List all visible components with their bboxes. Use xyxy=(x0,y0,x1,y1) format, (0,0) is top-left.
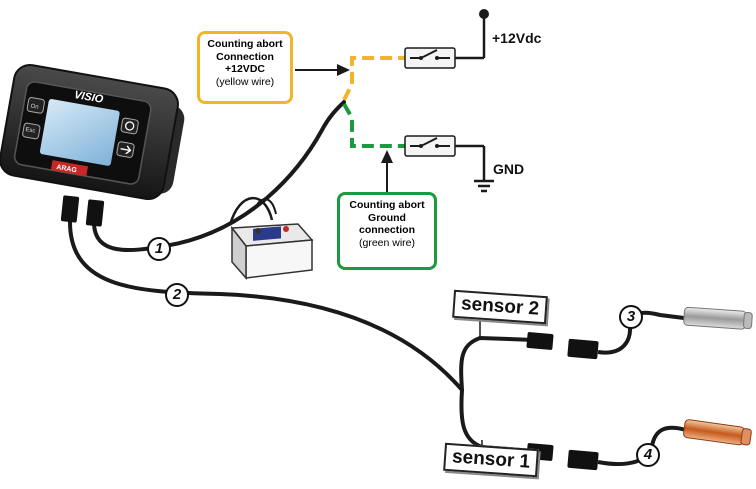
green-wire xyxy=(342,103,405,148)
cable-number-3: 3 xyxy=(619,305,643,329)
enter-arrow-icon xyxy=(120,145,132,155)
switch-ground-icon xyxy=(404,135,456,157)
green-callout-note: (green wire) xyxy=(358,236,416,249)
cable-2 xyxy=(68,220,464,392)
battery-lead-2 xyxy=(256,198,277,215)
device-connector-2 xyxy=(85,199,105,227)
green-callout-title: Counting abort Ground connection xyxy=(349,199,425,236)
yellow-callout-title: Counting abort Connection +12VDC xyxy=(207,38,283,75)
on-key: On xyxy=(30,104,39,111)
sensor-2-cable xyxy=(597,310,685,355)
arag-logo-text: ARAG xyxy=(56,164,78,175)
device-brand: VISIO xyxy=(73,89,104,106)
arag-logo xyxy=(50,160,89,177)
ground-terminal-label: GND xyxy=(493,161,525,177)
sensor-2-plug-a xyxy=(526,332,554,350)
sensor-2-branch xyxy=(459,335,536,391)
switch-positive-icon xyxy=(404,47,456,69)
device-screen xyxy=(39,99,120,166)
cable-number-4: 4 xyxy=(636,443,660,467)
ground-icon xyxy=(474,179,494,193)
yellow-callout-note: (yellow wire) xyxy=(215,75,275,88)
info-icon xyxy=(125,121,135,131)
sensor-2-icon xyxy=(683,306,753,330)
device-connector-1 xyxy=(60,195,80,223)
yellow-wire-callout: Counting abort Connection +12VDC (yellow… xyxy=(197,31,293,104)
cable-1 xyxy=(92,100,346,253)
esc-key: Esc xyxy=(25,127,36,135)
visio-display-unit: VISIO On Esc ARAG xyxy=(0,63,185,227)
battery-icon xyxy=(230,223,314,280)
sensor-1-plug-b xyxy=(567,449,599,471)
cable-number-1: 1 xyxy=(147,237,171,261)
sensor-1-branch xyxy=(459,389,536,453)
sensor-1-icon xyxy=(683,419,752,446)
sensor-2-plug-b xyxy=(567,338,599,360)
positive-terminal-icon xyxy=(479,9,489,19)
yellow-wire xyxy=(342,56,405,101)
positive-terminal-label: +12Vdc xyxy=(492,30,542,46)
green-wire-callout: Counting abort Ground connection (green … xyxy=(337,192,437,270)
battery-lead xyxy=(228,196,274,226)
cable-number-2: 2 xyxy=(165,283,189,307)
